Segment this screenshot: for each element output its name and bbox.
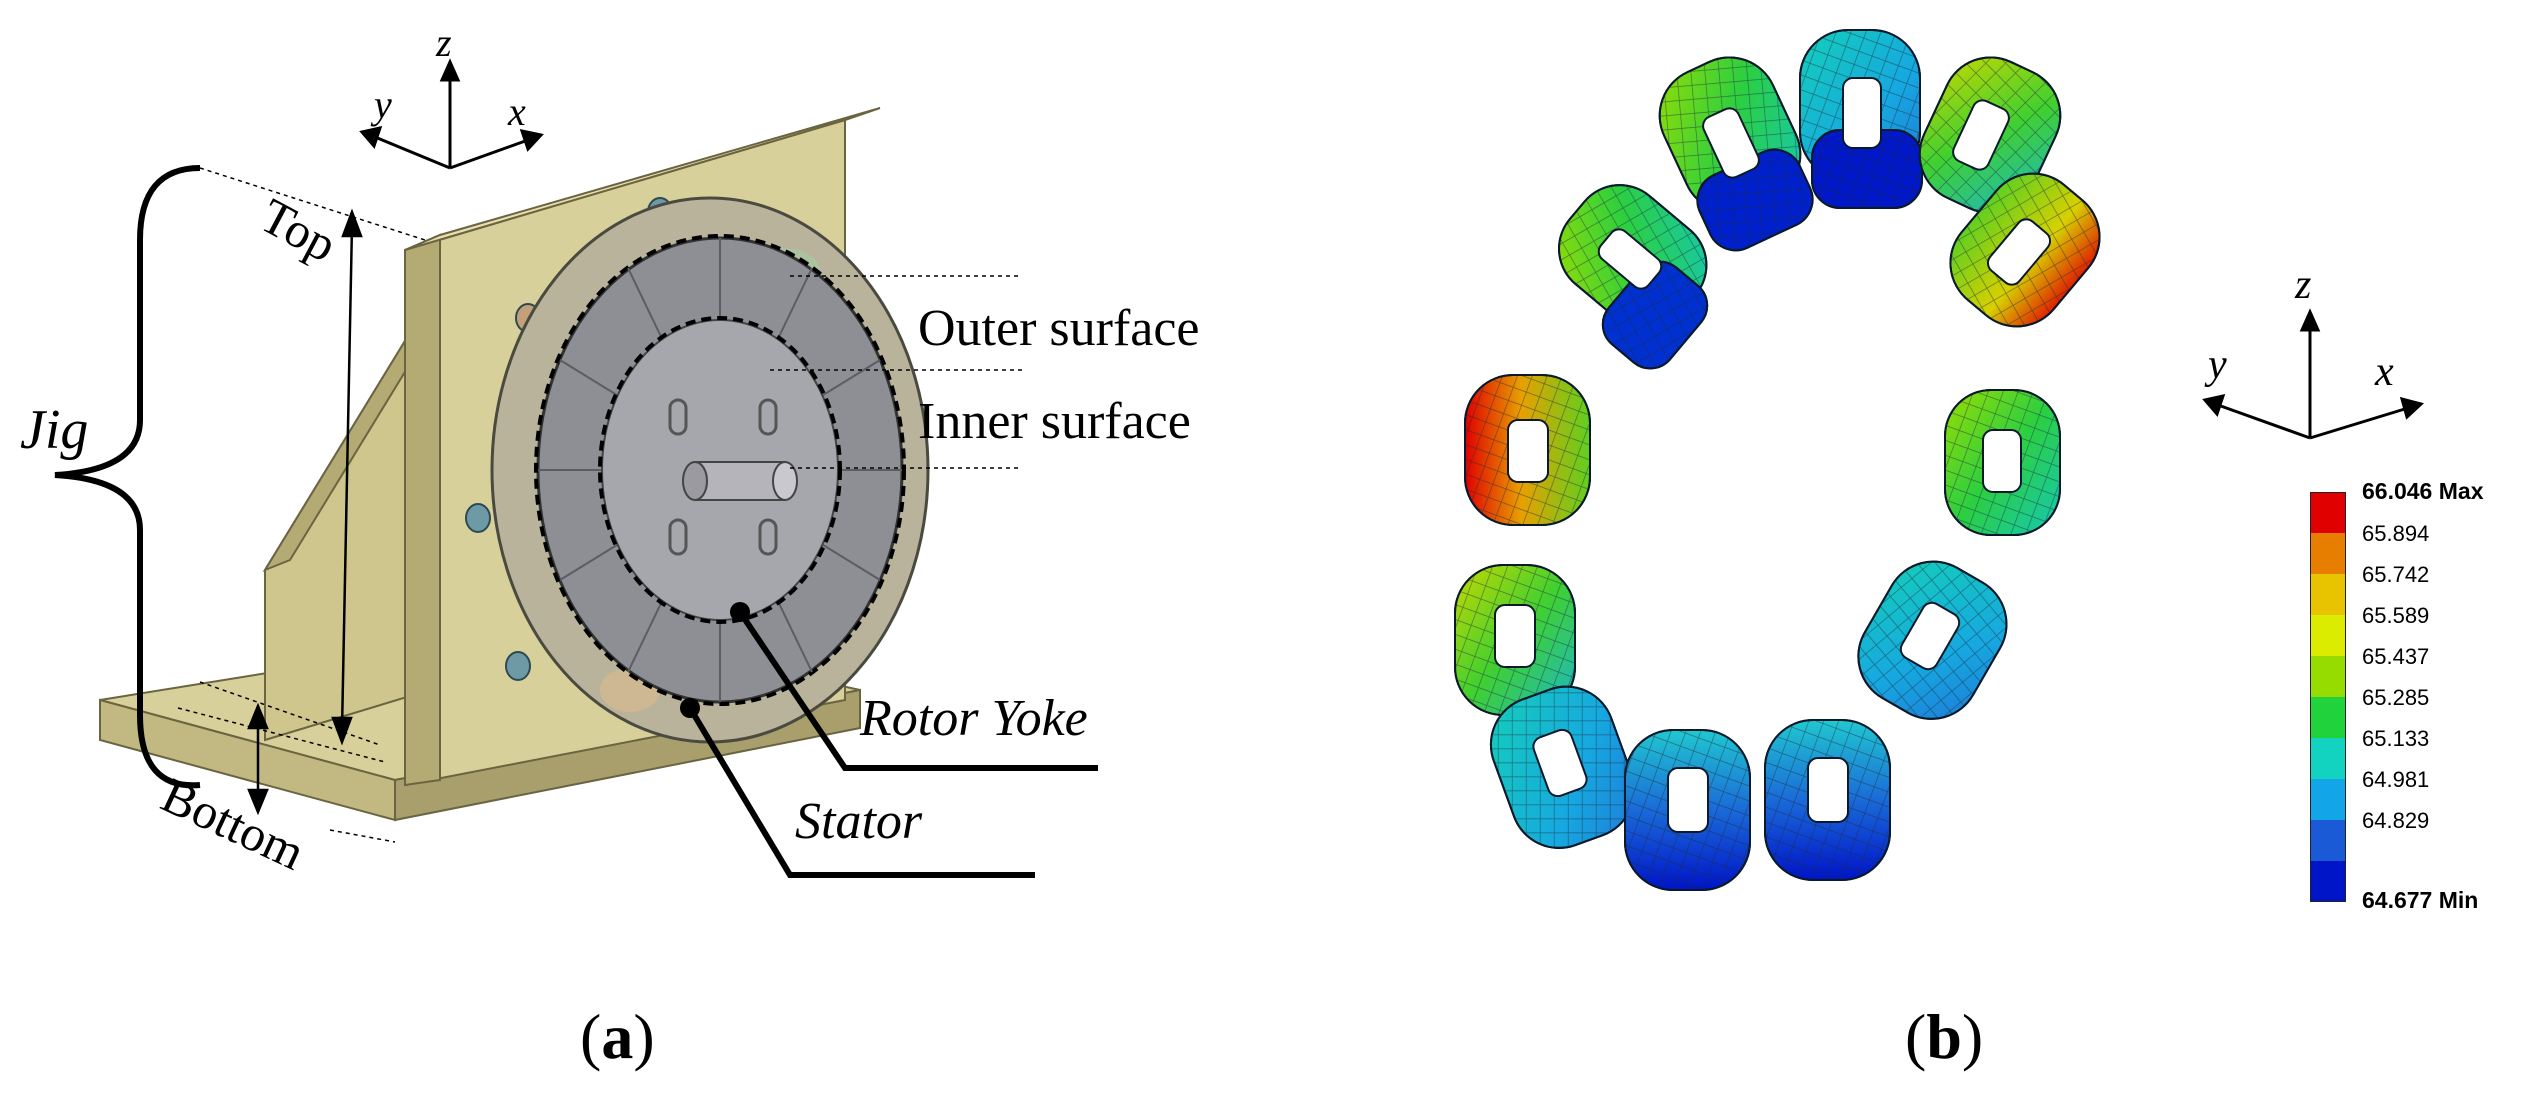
coil-bottom-center-left xyxy=(1624,729,1751,891)
coil-left xyxy=(1464,374,1591,526)
coil-left-upper xyxy=(1558,184,1709,370)
axis-label-y-a: y xyxy=(370,82,392,127)
top-label: Top xyxy=(252,187,346,273)
legend-entry: 65.437 xyxy=(2310,644,2523,697)
panel-b-paren-open: ( xyxy=(1905,1001,1927,1072)
panel-a-label: (a) xyxy=(580,1000,655,1074)
coil-bottom-center-right xyxy=(1764,719,1891,881)
coil-upper-left xyxy=(1658,56,1814,252)
coil-top xyxy=(1799,29,1923,209)
jig-plate-top xyxy=(404,107,881,251)
legend-entry: 65.742 xyxy=(2310,562,2523,615)
legend-value: 65.437 xyxy=(2362,644,2430,669)
axes-icon-b xyxy=(2202,308,2425,440)
legend-swatch xyxy=(2310,738,2346,779)
hub-slots xyxy=(668,398,778,556)
legend-entry: 65.285 xyxy=(2310,685,2523,738)
legend-entry: 65.589 xyxy=(2310,603,2523,656)
legend-value: 64.829 xyxy=(2362,808,2430,833)
axis-label-x-a: x xyxy=(507,89,526,134)
panel-b-coil-mesh xyxy=(1454,29,2101,891)
panel-a-paren-close: ) xyxy=(633,1001,655,1072)
jig-label: Jig xyxy=(20,399,88,461)
panel-b-label: (b) xyxy=(1905,1000,1983,1074)
panel-a-letter: a xyxy=(601,1001,634,1072)
inner-surface-label: Inner surface xyxy=(918,393,1191,450)
axis-label-x-b: x xyxy=(2374,349,2394,395)
legend-value: 65.133 xyxy=(2362,726,2430,751)
stator-callout-dot xyxy=(680,698,700,718)
rotor-spokes xyxy=(538,238,902,702)
outer-surface-label: Outer surface xyxy=(918,300,1200,357)
coil-left-lower xyxy=(1454,564,1576,716)
legend-value: 64.981 xyxy=(2362,767,2430,792)
axes-icon-a xyxy=(359,58,544,170)
coil-right-lower xyxy=(1857,560,2008,720)
stator-label: Stator xyxy=(795,793,923,850)
callout-lines xyxy=(687,610,1098,878)
coil-bottom-left xyxy=(1489,685,1636,849)
leader-lines xyxy=(177,167,1022,843)
legend-value: 65.285 xyxy=(2362,685,2430,710)
panel-b-paren-close: ) xyxy=(1961,1001,1984,1072)
rotor-yoke-callout-dot xyxy=(730,602,750,622)
jig-brace xyxy=(54,165,201,789)
legend-frame xyxy=(2310,492,2346,902)
top-dimension-arrow xyxy=(331,208,363,746)
legend-swatch xyxy=(2310,779,2346,820)
coil-right-upper xyxy=(1949,172,2101,328)
legend-entry: 65.894 xyxy=(2310,521,2523,574)
legend-value: 66.046 Max xyxy=(2362,478,2484,504)
legend-value: 65.589 xyxy=(2362,603,2430,628)
legend-value: 64.677 Min xyxy=(2362,887,2479,913)
legend-entry: 65.133 xyxy=(2310,726,2523,779)
rotor-shaft xyxy=(694,461,786,501)
legend-swatch xyxy=(2310,697,2346,738)
outer-surface-boundary xyxy=(534,234,906,706)
panel-a-paren-open: ( xyxy=(580,1001,602,1072)
bottom-dimension-arrow xyxy=(247,702,269,816)
axis-label-z-a: z xyxy=(435,20,452,65)
shaft-end-icon xyxy=(772,461,798,501)
panel-b-letter: b xyxy=(1926,1001,1962,1072)
legend-value: 65.742 xyxy=(2362,562,2430,587)
axis-label-y-b: y xyxy=(2204,342,2227,388)
axis-label-z-b: z xyxy=(2294,262,2311,308)
inner-surface-boundary xyxy=(598,316,842,624)
legend-entry: 64.981 xyxy=(2310,767,2523,820)
legend-value: 65.894 xyxy=(2362,521,2430,546)
jig-plate-edge xyxy=(404,233,441,787)
legend-entry: 64.677 Min xyxy=(2310,861,2523,913)
legend-swatch xyxy=(2310,861,2346,902)
panel-a-illustration xyxy=(54,58,1098,878)
coil-right xyxy=(1944,389,2061,536)
rotor-yoke-label: Rotor Yoke xyxy=(859,690,1088,747)
